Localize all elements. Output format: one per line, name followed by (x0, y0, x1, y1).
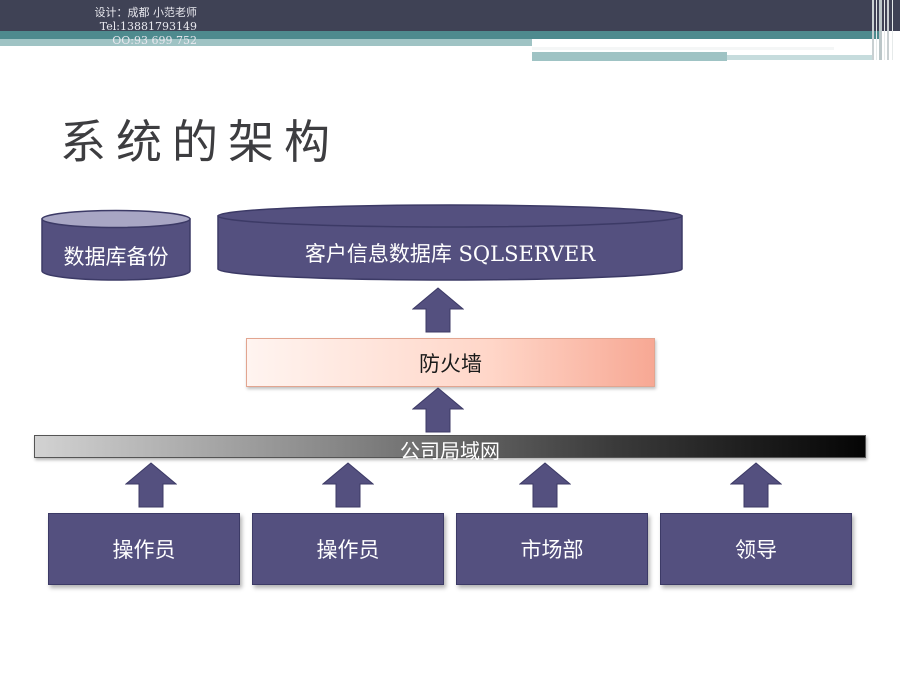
up-arrow-icon (519, 462, 571, 508)
backup-database-label: 数据库备份 (63, 245, 169, 269)
header-stripe (727, 55, 872, 60)
lan-bar (34, 435, 866, 458)
client-node-operator-2: 操作员 (252, 513, 444, 585)
database-icon (41, 209, 191, 281)
backup-database-node: 数据库备份 (40, 209, 192, 283)
client-label: 操作员 (316, 538, 380, 562)
lan-label: 公司局域网 (400, 439, 500, 463)
firewall-node: 防火墙 (246, 338, 655, 387)
header-stripe (532, 52, 727, 61)
client-label: 领导 (735, 538, 777, 562)
client-label: 操作员 (112, 538, 176, 562)
client-node-leadership: 领导 (660, 513, 852, 585)
header-stripe (532, 47, 834, 50)
up-arrow-icon (322, 462, 374, 508)
customer-database-label: 客户信息数据库 SQLSERVER (304, 242, 596, 266)
up-arrow-icon (412, 387, 464, 433)
database-icon (217, 204, 683, 281)
firewall-label: 防火墙 (419, 351, 482, 376)
designer-phone: Tel:13881793149 (99, 20, 197, 33)
up-arrow-icon (125, 462, 177, 508)
header-stripe (0, 39, 532, 46)
client-node-operator-1: 操作员 (48, 513, 240, 585)
up-arrow-icon (412, 287, 464, 333)
client-label: 市场部 (520, 538, 584, 562)
header-bar (0, 0, 900, 31)
designer-qq: QQ:93 699 752 (112, 34, 197, 44)
up-arrow-icon (730, 462, 782, 508)
client-node-marketing: 市场部 (456, 513, 648, 585)
header-stripes-right (870, 0, 900, 60)
header-stripe (0, 31, 880, 39)
page-title: 系统的架构 (60, 115, 340, 169)
customer-database-node: 客户信息数据库 SQLSERVER (216, 203, 684, 283)
designer-credit: 设计：成都 小范老师 Tel:13881793149 QQ:93 699 752 (82, 6, 198, 44)
designer-name: 设计：成都 小范老师 (94, 6, 198, 19)
